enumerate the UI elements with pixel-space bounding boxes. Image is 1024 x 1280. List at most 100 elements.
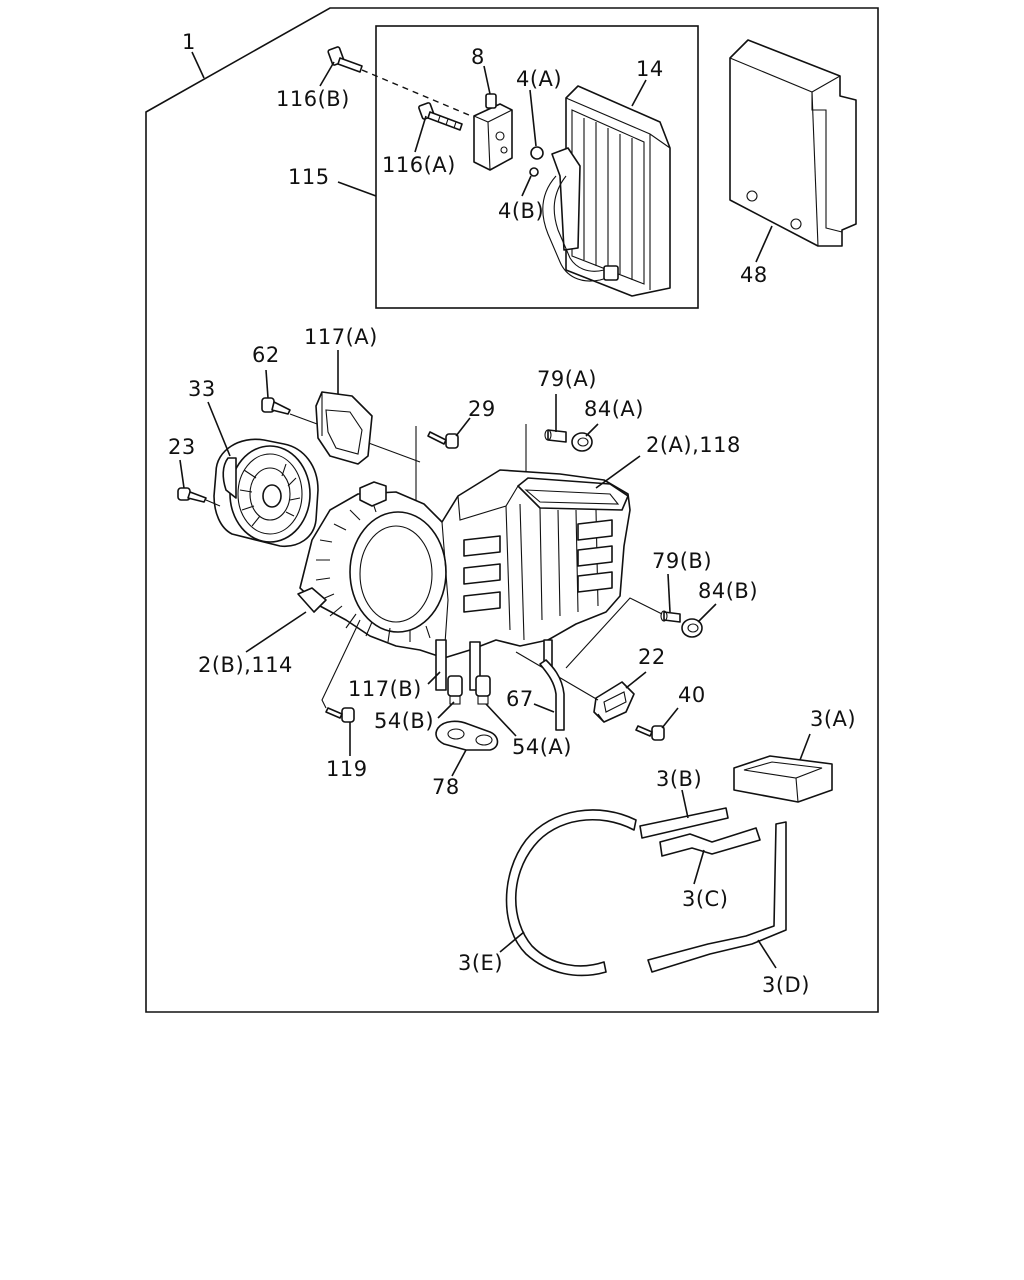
blower-housing-2 <box>297 469 631 691</box>
leader-54b <box>437 701 455 719</box>
nut-84a <box>571 432 593 452</box>
leader-67 <box>533 703 555 713</box>
label-54b: 54(B) <box>374 709 434 733</box>
leader-14 <box>631 79 647 107</box>
leader-78 <box>451 749 467 777</box>
label-1: 1 <box>182 30 196 54</box>
label-115: 115 <box>288 165 330 189</box>
label-84a: 84(A) <box>584 397 644 421</box>
label-78: 78 <box>432 775 460 799</box>
seal-3c <box>659 827 761 857</box>
label-117a: 117(A) <box>304 325 378 349</box>
label-62: 62 <box>252 343 280 367</box>
label-119: 119 <box>326 757 368 781</box>
leader-3b <box>681 789 689 819</box>
leader-4b <box>521 175 532 197</box>
dash-79b <box>565 597 663 669</box>
dash-119 <box>321 619 361 709</box>
leader-29 <box>455 417 471 437</box>
bolt-116b <box>327 46 363 73</box>
dash-23 <box>205 499 221 507</box>
screw-23 <box>177 487 207 503</box>
screw-119 <box>325 707 355 723</box>
label-79a: 79(A) <box>537 367 597 391</box>
pipe-54a <box>475 675 491 705</box>
assembly-frame <box>145 7 879 1013</box>
nut-84b <box>681 618 703 638</box>
label-116a: 116(A) <box>382 153 456 177</box>
o-ring-4b <box>529 167 539 177</box>
label-117b: 117(B) <box>348 677 422 701</box>
pin-79a <box>544 429 567 443</box>
leader-22 <box>625 671 647 689</box>
label-84b: 84(B) <box>698 579 758 603</box>
label-2b114: 2(B),114 <box>198 653 293 677</box>
label-22: 22 <box>638 645 666 669</box>
leader-84a <box>585 423 599 437</box>
label-29: 29 <box>468 397 496 421</box>
leader-116b <box>319 61 335 87</box>
screw-40 <box>635 725 665 741</box>
label-3d: 3(D) <box>762 973 810 997</box>
label-3b: 3(B) <box>656 767 702 791</box>
leader-115 <box>337 181 377 197</box>
drain-hose-67 <box>539 659 565 731</box>
label-4a: 4(A) <box>516 67 562 91</box>
leader-48 <box>755 225 773 263</box>
subassembly-box-115 <box>375 25 699 309</box>
leader-2b114 <box>245 611 307 653</box>
seal-3e <box>505 809 637 977</box>
screw-29 <box>427 431 459 449</box>
label-54a: 54(A) <box>512 735 572 759</box>
label-3e: 3(E) <box>458 951 503 975</box>
label-33: 33 <box>188 377 216 401</box>
leader-23 <box>179 459 185 489</box>
label-116b: 116(B) <box>276 87 350 111</box>
leader-4a <box>529 89 537 147</box>
seal-3b <box>639 807 729 839</box>
dash-116b <box>361 69 477 119</box>
leader-3e <box>499 931 525 953</box>
evaporator-core-14 <box>542 85 671 297</box>
label-40: 40 <box>678 683 706 707</box>
leader-3a <box>799 733 811 761</box>
label-14: 14 <box>636 57 664 81</box>
label-4b: 4(B) <box>498 199 544 223</box>
leader-3c <box>693 849 705 885</box>
leader-40 <box>661 707 679 729</box>
leader-84b <box>697 603 717 623</box>
blower-motor-33 <box>213 438 319 547</box>
pin-79b <box>660 610 681 623</box>
resistor-22 <box>593 681 635 723</box>
leader-116a <box>414 115 427 153</box>
gasket-78 <box>435 720 499 751</box>
seal-3a <box>733 755 833 803</box>
leader-8 <box>483 65 491 95</box>
leader-2a118 <box>595 455 641 489</box>
leader-62 <box>265 369 269 399</box>
label-67: 67 <box>506 687 534 711</box>
label-3c: 3(C) <box>682 887 728 911</box>
screw-62 <box>261 397 291 415</box>
leader-3d <box>757 939 777 969</box>
label-3a: 3(A) <box>810 707 856 731</box>
leader-54a <box>485 703 517 737</box>
leader-1 <box>191 51 205 79</box>
pipe-54b <box>447 675 463 705</box>
seal-117a <box>315 391 373 465</box>
expansion-valve-8 <box>473 93 513 171</box>
bolt-116a <box>418 102 463 131</box>
dash-29 <box>415 426 421 511</box>
cover-48 <box>729 39 857 247</box>
leader-33 <box>207 401 231 457</box>
seal-3d <box>647 821 787 973</box>
label-23: 23 <box>168 435 196 459</box>
label-8: 8 <box>471 45 485 69</box>
leader-79b <box>667 573 671 613</box>
label-2a118: 2(A),118 <box>646 433 741 457</box>
leader-117b <box>427 671 441 685</box>
label-48: 48 <box>740 263 768 287</box>
label-79b: 79(B) <box>652 549 712 573</box>
o-ring-4a <box>530 146 544 160</box>
